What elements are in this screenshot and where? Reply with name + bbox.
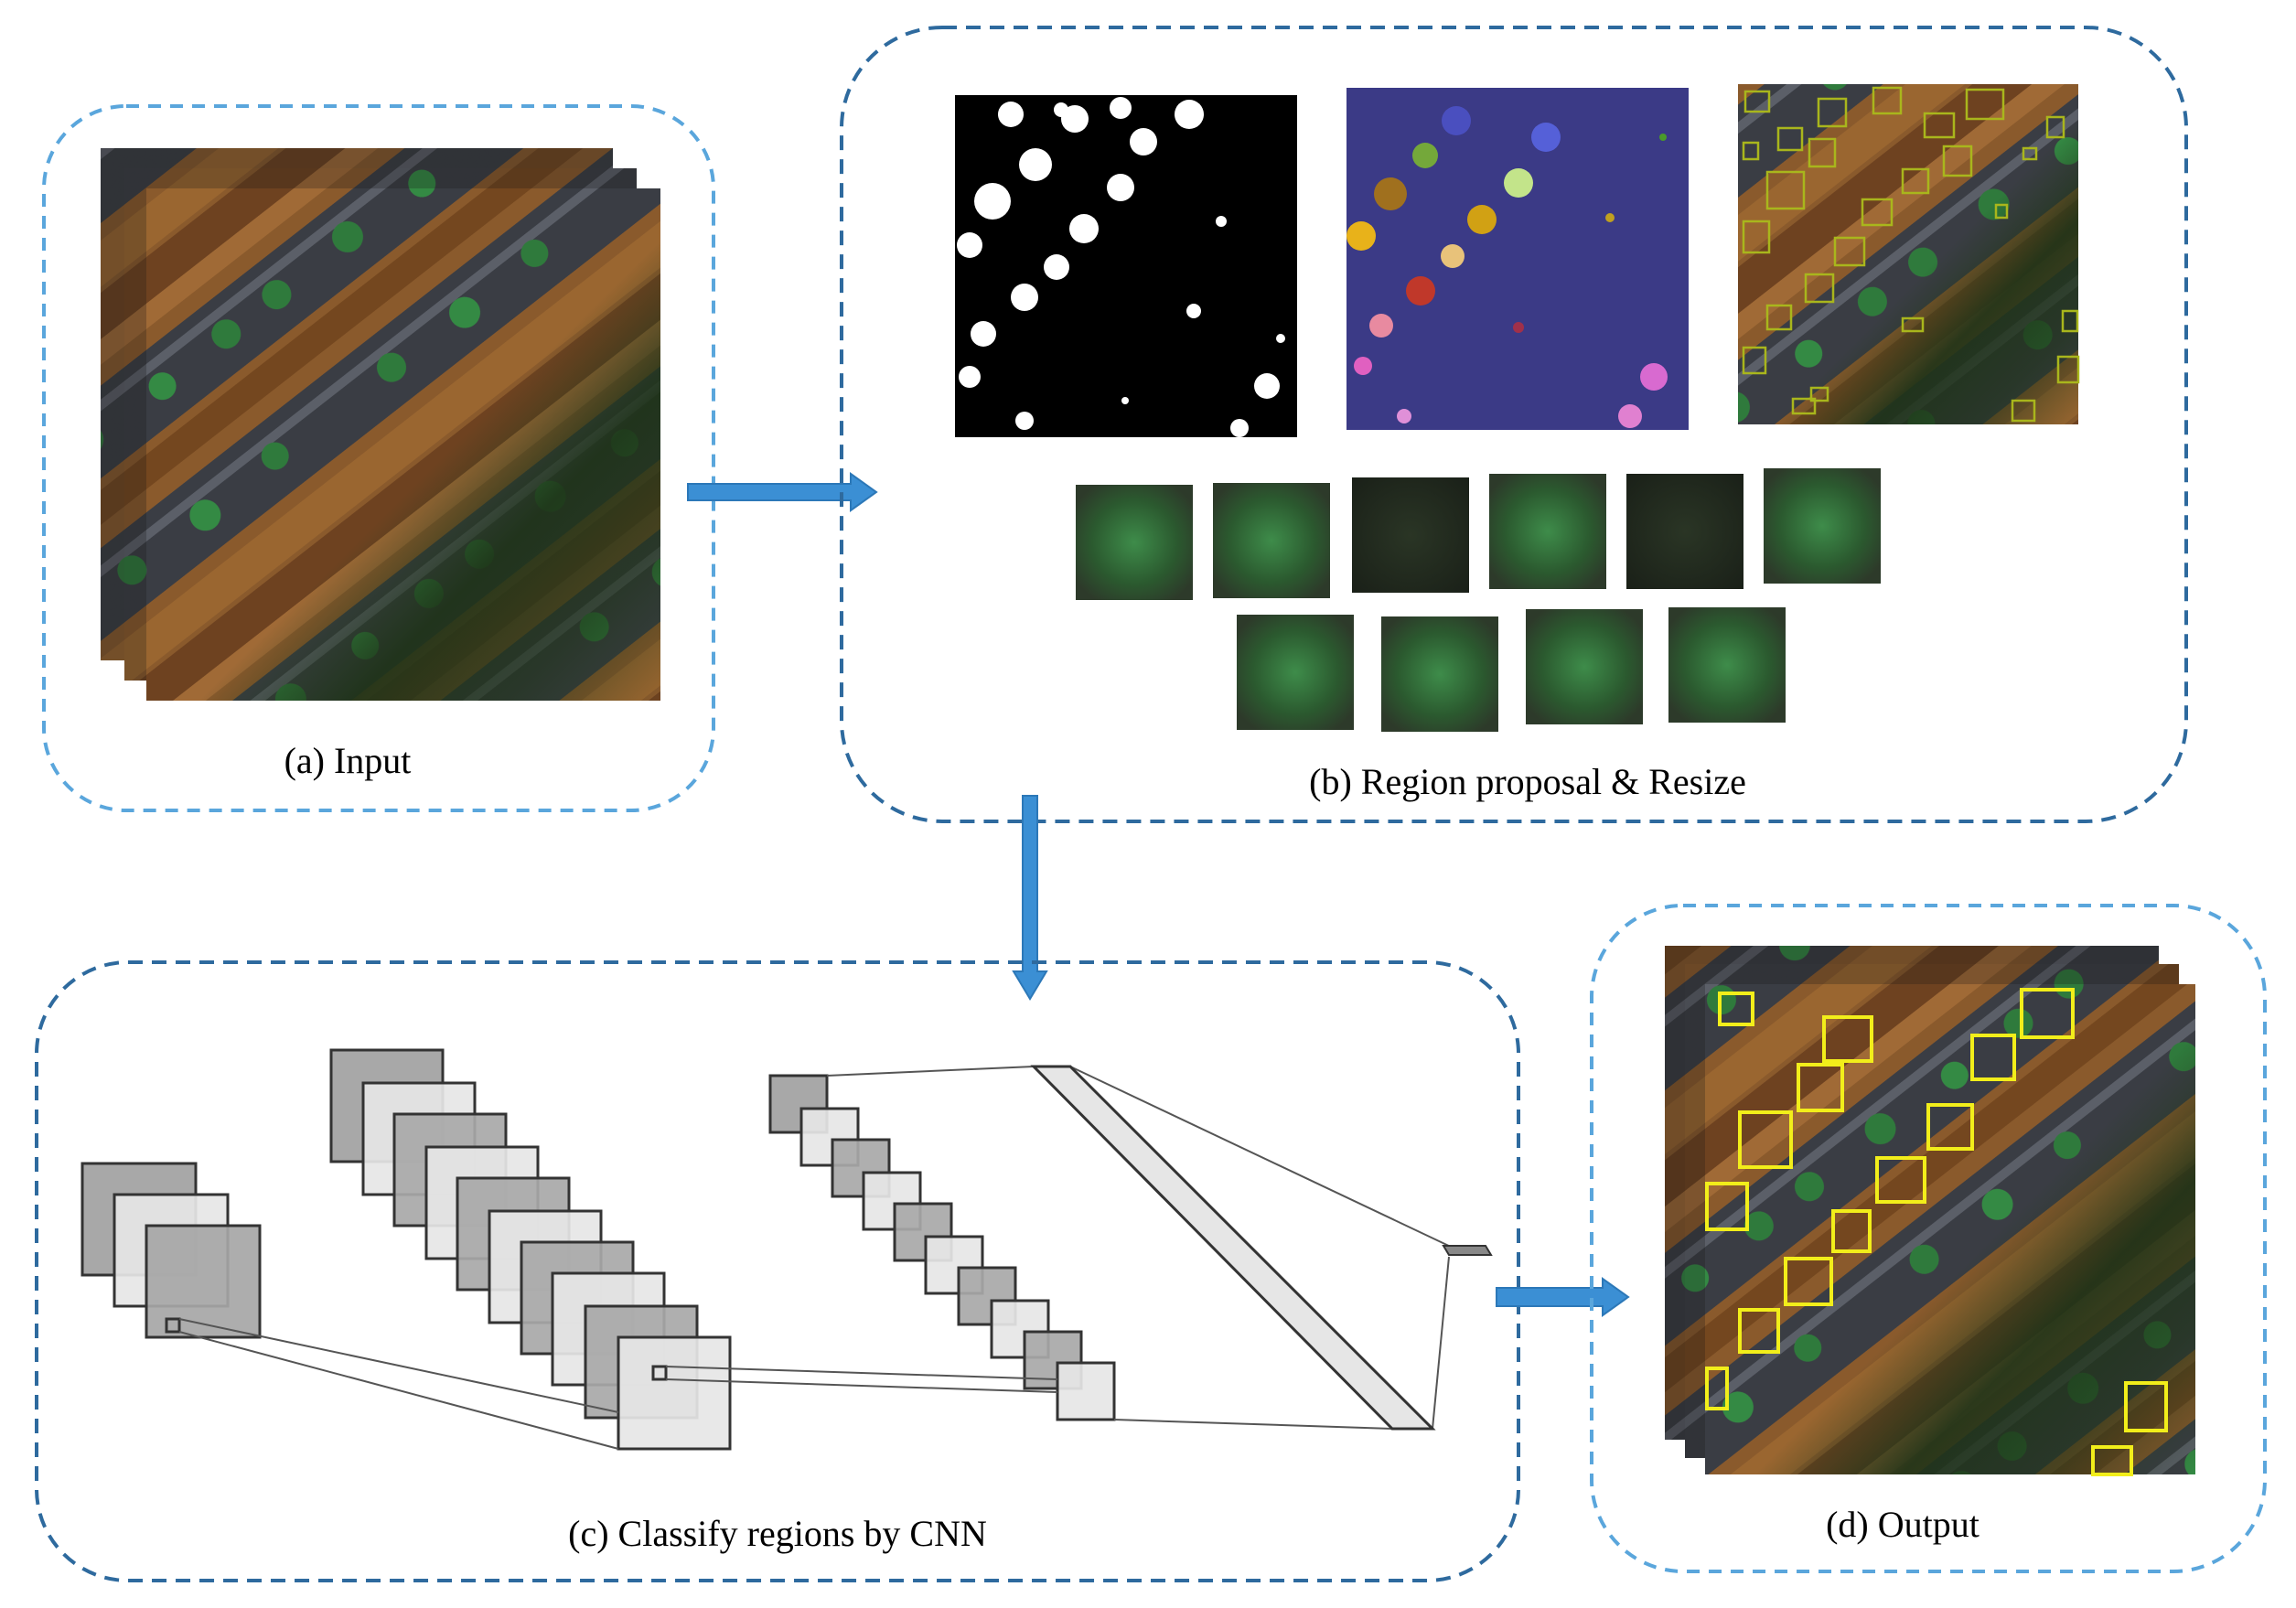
- crop-patch: [1237, 615, 1354, 730]
- arrow-down-icon: [1012, 795, 1048, 1001]
- crop-patch: [1626, 474, 1743, 589]
- panel-input-border: [42, 104, 715, 812]
- crop-patch: [1764, 468, 1881, 584]
- crop-patch: [1381, 616, 1498, 732]
- candidate-boxes-image: [1738, 84, 2080, 424]
- output-image: [1705, 984, 2195, 1474]
- crop-patch: [1076, 485, 1193, 600]
- panel-output-border: [1590, 904, 2267, 1573]
- panel-proposal-border: [840, 26, 2188, 823]
- panel-cnn-border: [35, 960, 1520, 1582]
- cnn-fc-layer: [1030, 1065, 1493, 1431]
- panel-cnn: (c) Classify regions by CNN: [35, 960, 1520, 1582]
- output-image-stack: [1665, 946, 2195, 1476]
- crop-patch: [1352, 477, 1469, 593]
- cnn-pool-layers: [768, 1074, 1116, 1421]
- panel-proposal: (b) Region proposal & Resize: [840, 26, 2188, 823]
- caption-output: (d) Output: [1826, 1504, 1979, 1545]
- crop-patch: [1526, 609, 1643, 724]
- caption-input: (a) Input: [284, 740, 412, 781]
- caption-proposal: (b) Region proposal & Resize: [1309, 761, 1746, 802]
- arrow-right-icon: [687, 472, 878, 512]
- segmentation-image: [1346, 88, 1689, 430]
- binary-mask-image: [955, 95, 1297, 437]
- crop-patch: [1489, 474, 1606, 589]
- input-image-stack: [101, 148, 660, 701]
- panel-output: (d) Output: [1590, 904, 2267, 1573]
- caption-cnn: (c) Classify regions by CNN: [568, 1513, 987, 1554]
- crop-patch: [1668, 607, 1786, 723]
- input-image: [146, 188, 660, 701]
- crop-patch: [1213, 483, 1330, 598]
- resized-crops: [1076, 468, 1881, 732]
- cnn-conv-layers: [329, 1048, 732, 1451]
- arrow-right-icon: [1496, 1277, 1630, 1317]
- cnn-connection-lines: [178, 1066, 1454, 1450]
- panel-input: (a) Input: [42, 104, 715, 812]
- cnn-input-layers: [80, 1162, 262, 1339]
- detection-boxes: [1705, 988, 2168, 1476]
